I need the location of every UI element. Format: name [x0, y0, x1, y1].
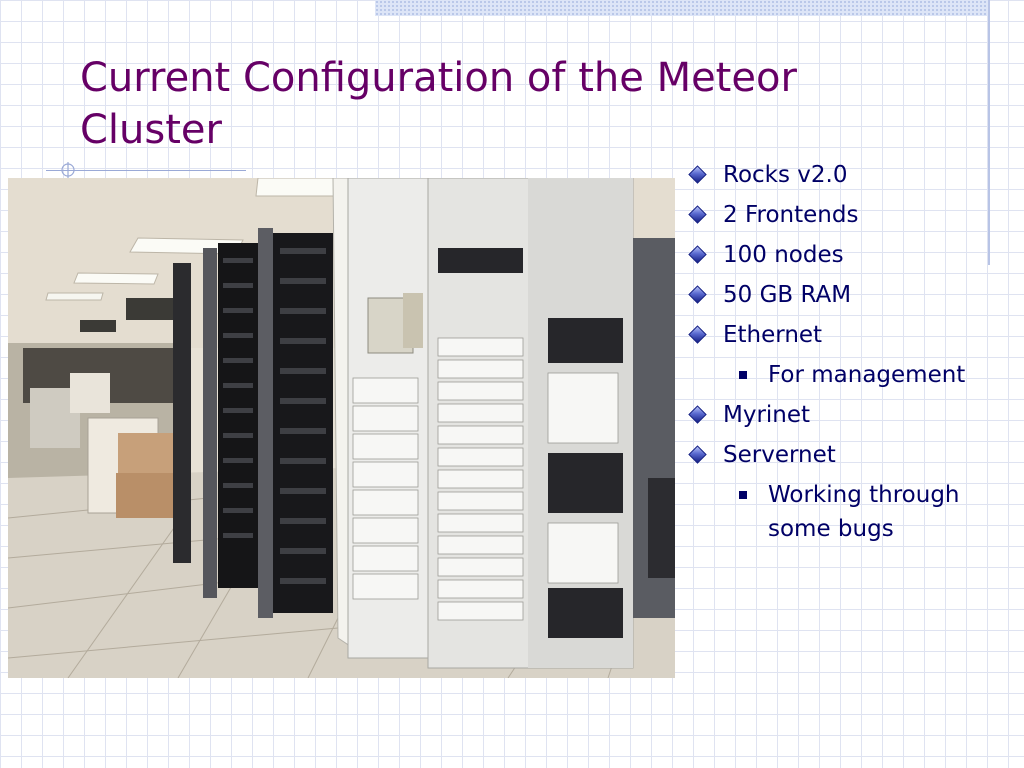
bullet-item: 50 GB RAM	[688, 278, 1018, 312]
title-underline	[46, 170, 246, 171]
diamond-bullet-icon	[688, 285, 707, 304]
diamond-bullet-icon	[688, 325, 707, 344]
bullet-text: Working through some bugs	[768, 482, 960, 542]
bullet-text: Servernet	[723, 442, 836, 468]
server-racks-photo	[8, 178, 675, 678]
bullet-list: Rocks v2.0 2 Frontends 100 nodes 50 GB R…	[688, 152, 1018, 546]
diamond-bullet-icon	[688, 445, 707, 464]
bullet-item: Rocks v2.0	[688, 158, 1018, 192]
bullet-text: Ethernet	[723, 322, 823, 348]
decorative-top-band	[375, 0, 990, 16]
slide-title: Current Configuration of the Meteor Clus…	[80, 55, 797, 153]
bullet-text: Myrinet	[723, 402, 811, 428]
diamond-bullet-icon	[688, 245, 707, 264]
bullet-text: Rocks v2.0	[723, 162, 848, 188]
sub-bullet-item: Working through some bugs	[688, 478, 1018, 546]
bullet-item: 100 nodes	[688, 238, 1018, 272]
bullet-text: 2 Frontends	[723, 202, 859, 228]
bullet-item: 2 Frontends	[688, 198, 1018, 232]
diamond-bullet-icon	[688, 165, 707, 184]
bullet-text: 50 GB RAM	[723, 282, 852, 308]
sub-bullet-item: For management	[688, 358, 1018, 392]
diamond-bullet-icon	[688, 405, 707, 424]
bullet-text: For management	[768, 362, 966, 388]
bullet-item: Ethernet	[688, 318, 1018, 352]
diamond-bullet-icon	[688, 205, 707, 224]
bullet-item: Servernet	[688, 438, 1018, 472]
bullet-text: 100 nodes	[723, 242, 844, 268]
square-bullet-icon	[739, 371, 747, 379]
ornament-icon	[61, 162, 75, 178]
decorative-vertical-line	[988, 0, 990, 265]
square-bullet-icon	[739, 491, 747, 499]
bullet-item: Myrinet	[688, 398, 1018, 432]
